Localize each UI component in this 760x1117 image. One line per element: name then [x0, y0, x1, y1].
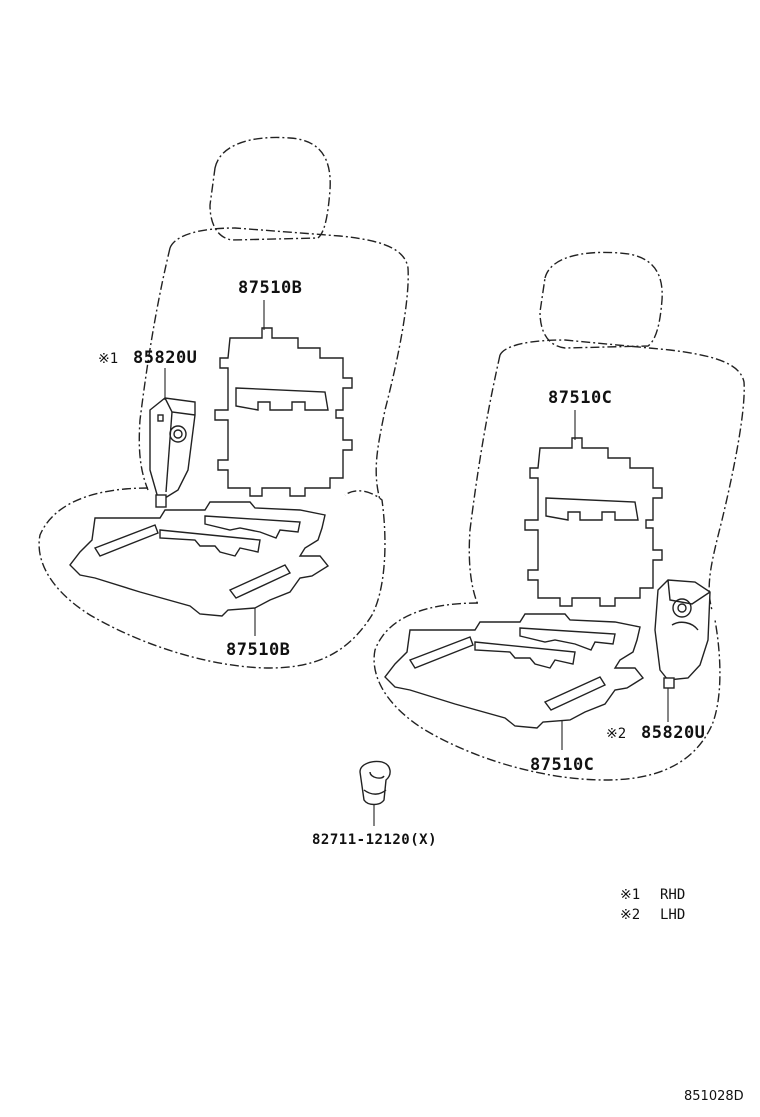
left-back-mat: [214, 327, 353, 497]
left-cushion-mat-label: 87510B: [226, 640, 290, 660]
legend-text-1: RHD: [660, 887, 685, 903]
left-cushion-mat-slot-3: [93, 524, 159, 557]
right-back-mat: [524, 437, 663, 607]
left-seat: [38, 136, 409, 669]
legend: ※1 RHD ※2 LHD: [620, 887, 685, 923]
left-module-label: 85820U: [133, 348, 197, 368]
diagram-code: 851028D: [684, 1089, 744, 1104]
left-back-mat-slot: [235, 387, 329, 411]
right-cushion-outline: [373, 602, 721, 781]
clip-part: [359, 760, 391, 826]
right-cushion-mat-slot-1: [474, 641, 576, 669]
right-module-mark: ※2: [606, 726, 626, 742]
left-seatback-outline: [169, 227, 409, 501]
clip-part-label: 82711-12120(X): [312, 832, 437, 848]
right-seatback-outline: [499, 339, 745, 611]
right-back-mat-label: 87510C: [548, 388, 612, 408]
left-cushion-mat-slot-1: [159, 529, 261, 557]
right-cushion-mat-slot-3: [408, 636, 474, 669]
left-module-mark: ※1: [98, 351, 118, 367]
legend-mark-2: ※2: [620, 907, 640, 923]
right-seatback-side: [468, 354, 501, 606]
right-headrest-outline: [539, 251, 663, 349]
legend-text-2: LHD: [660, 907, 685, 923]
right-back-mat-slot: [545, 497, 639, 521]
right-cushion-mat-slot-4: [543, 676, 607, 711]
left-heater-module: [149, 397, 196, 508]
left-cushion-outline: [38, 487, 386, 669]
right-cushion-mat: [384, 613, 645, 729]
legend-mark-1: ※1: [620, 887, 640, 903]
right-cushion-mat-slot-2: [519, 627, 616, 651]
left-seatback-side: [138, 247, 171, 491]
right-module-label: 85820U: [641, 723, 705, 743]
right-heater-module: [654, 579, 711, 689]
left-headrest-outline: [209, 136, 331, 241]
left-cushion-mat: [69, 501, 330, 617]
right-cushion-mat-label: 87510C: [530, 755, 594, 775]
left-cushion-mat-slot-2: [204, 515, 301, 539]
left-back-mat-label: 87510B: [238, 278, 302, 298]
right-seat: [373, 251, 745, 781]
left-cushion-mat-slot-4: [228, 564, 292, 599]
